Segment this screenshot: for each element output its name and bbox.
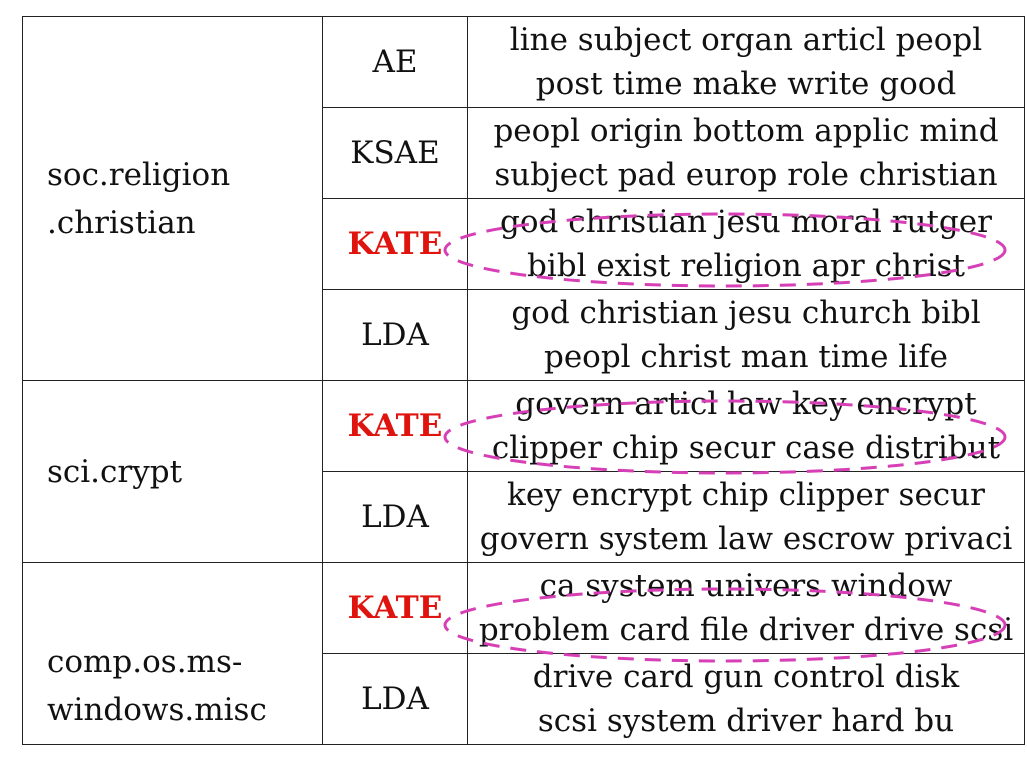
table-row: KSAE peopl origin bottom applic mind sub…: [23, 107, 1025, 199]
topic-words-line: god christian jesu church bibl: [511, 295, 981, 331]
category-label-line: comp.os.ms-: [47, 643, 243, 680]
topic-words-line: peopl christ man time life: [543, 339, 949, 375]
model-label: LDA: [322, 471, 468, 563]
topic-words-line: peopl origin bottom applic mind: [493, 113, 999, 149]
topic-words-line: govern articl law key encrypt: [515, 386, 977, 422]
topic-words-cell: god christian jesu church bibl peopl chr…: [467, 289, 1025, 381]
topic-words-line: bibl exist religion apr christ: [527, 248, 965, 284]
topic-words-line: post time make write good: [535, 66, 957, 102]
topic-words-line: govern system law escrow privaci: [479, 521, 1013, 557]
model-label: AE: [322, 16, 468, 108]
category-cell: soc.religion .christian: [22, 16, 323, 381]
topic-words-line: line subject organ articl peopl: [509, 22, 983, 58]
category-label-line: soc.religion: [47, 156, 231, 193]
table-row: LDA god christian jesu church bibl peopl…: [23, 289, 1025, 381]
topic-words-cell: key encrypt chip clipper secur govern sy…: [467, 471, 1025, 563]
model-label-highlighted: KATE: [322, 380, 468, 472]
model-label: LDA: [322, 653, 468, 745]
table-row: sci.crypt KATE govern articl law key enc…: [22, 380, 1025, 563]
topic-words-line: problem card file driver drive scsi: [478, 612, 1014, 648]
topic-words-cell: ca system univers window problem card fi…: [467, 562, 1025, 654]
model-label-highlighted: KATE: [322, 198, 468, 290]
topic-words-line: drive card gun control disk: [532, 659, 960, 695]
topic-words-line: ca system univers window: [539, 568, 953, 604]
table-row: LDA key encrypt chip clipper secur gover…: [23, 471, 1025, 563]
category-cell: sci.crypt: [22, 380, 323, 563]
model-label: LDA: [322, 289, 468, 381]
topic-words-line: key encrypt chip clipper secur: [507, 477, 985, 513]
topic-words-cell: god christian jesu moral rutger bibl exi…: [467, 198, 1025, 290]
topic-words-cell: drive card gun control disk scsi system …: [467, 653, 1025, 745]
topic-words-line: scsi system driver hard bu: [537, 703, 955, 739]
topic-words-line: subject pad europ role christian: [494, 157, 998, 193]
topic-comparison-table: soc.religion .christian AE line subject …: [22, 16, 1025, 745]
category-label-line: sci.crypt: [47, 453, 183, 490]
category-label-line: windows.misc: [47, 691, 267, 728]
topic-words-cell: peopl origin bottom applic mind subject …: [467, 107, 1025, 199]
model-label: KSAE: [322, 107, 468, 199]
category-cell: comp.os.ms- windows.misc: [22, 562, 323, 745]
category-label-line: .christian: [47, 204, 196, 241]
table-row: comp.os.ms- windows.misc KATE ca system …: [22, 562, 1025, 745]
topic-words-line: god christian jesu moral rutger: [500, 204, 992, 240]
topic-words-cell: line subject organ articl peopl post tim…: [467, 16, 1025, 108]
model-label-highlighted: KATE: [322, 562, 468, 654]
table-row: LDA drive card gun control disk scsi sys…: [23, 653, 1025, 745]
table-row: soc.religion .christian AE line subject …: [22, 16, 1025, 381]
topic-words-line: clipper chip secur case distribut: [491, 430, 1001, 466]
topic-words-cell: govern articl law key encrypt clipper ch…: [467, 380, 1025, 472]
